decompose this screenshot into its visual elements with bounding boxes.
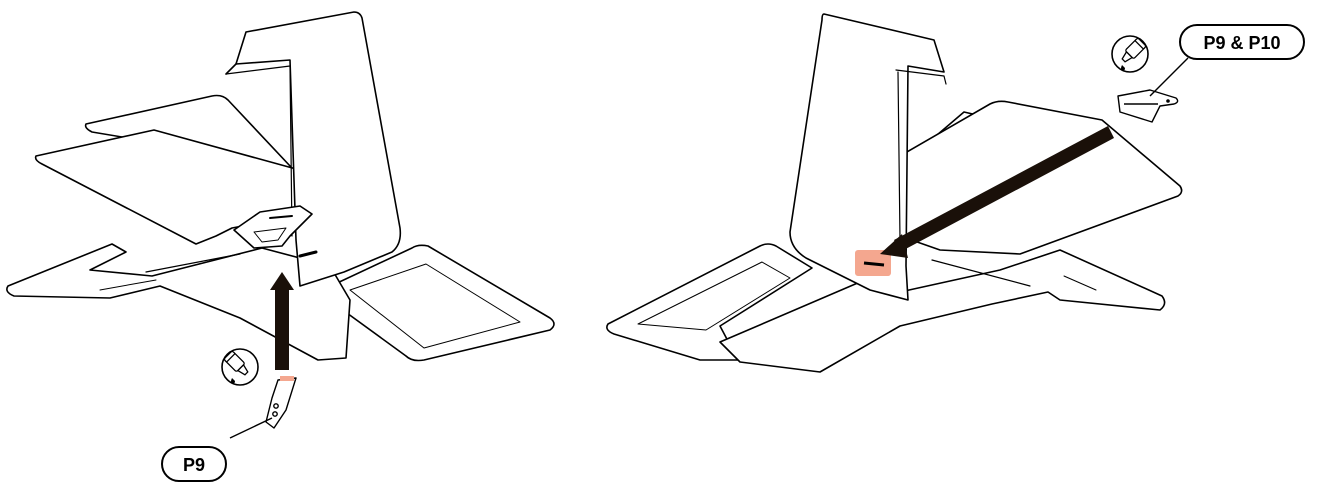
right-aircraft-view [607, 14, 1182, 372]
part-label-p9-text: P9 [183, 455, 205, 475]
part-label-p9-p10-text: P9 & P10 [1203, 33, 1280, 53]
glue-tube-icon [222, 349, 258, 385]
glue-tube-icon [1112, 36, 1148, 72]
part-label-p9-p10: P9 & P10 [1180, 25, 1304, 59]
part-label-p9: P9 [162, 447, 226, 481]
